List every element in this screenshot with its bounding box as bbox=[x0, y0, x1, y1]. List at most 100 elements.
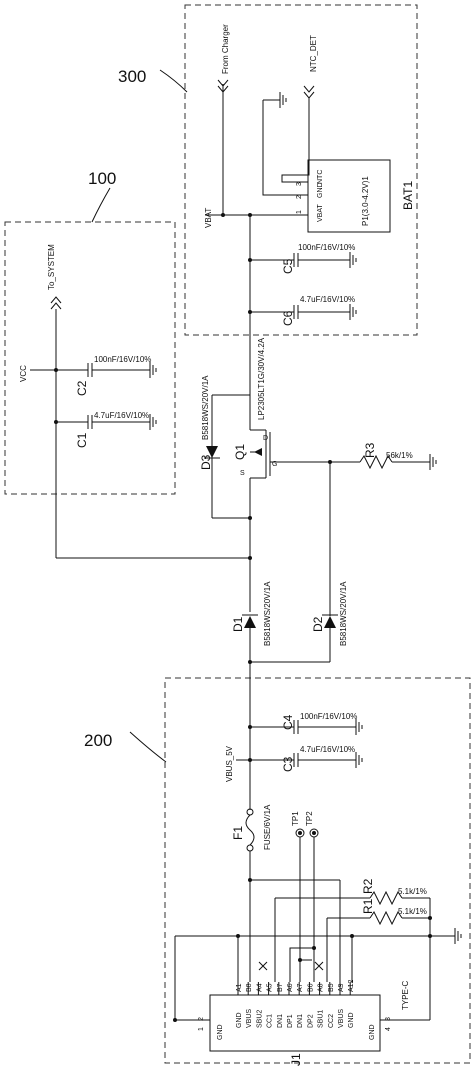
ground-icon bbox=[149, 414, 157, 430]
c5-ref: C5 bbox=[281, 258, 295, 274]
j1-pin-number: A5 bbox=[267, 983, 274, 992]
r3-ref: R3 bbox=[363, 442, 377, 458]
d3-ref: D3 bbox=[199, 454, 213, 470]
diode-d1 bbox=[244, 616, 256, 628]
r2-value: 5.1k/1% bbox=[398, 887, 427, 896]
j1-pin-number: A1 bbox=[236, 983, 243, 992]
battery-pin-num-1: 1 bbox=[296, 210, 303, 214]
j1-pin-name: CC1 bbox=[267, 1014, 274, 1028]
j1-type: TYPE-C bbox=[401, 980, 410, 1010]
battery-ref: BAT1 bbox=[401, 181, 415, 210]
block-100-outline bbox=[4, 221, 176, 495]
r1-ref: R1 bbox=[361, 898, 375, 914]
j1-pin-number: A8 bbox=[318, 983, 325, 992]
tp1-label: TP1 bbox=[291, 811, 300, 826]
net-vbus-5v: VBUS_5V bbox=[225, 745, 234, 782]
j1-pin-name: VBUS bbox=[246, 1009, 253, 1028]
block-200-label: 200 bbox=[84, 731, 112, 750]
ground-icon bbox=[349, 252, 357, 268]
ground-icon bbox=[263, 92, 287, 108]
j1-side-gnd-left: GND bbox=[217, 1024, 224, 1040]
j1-pin-name: DP2 bbox=[307, 1014, 314, 1028]
block-100-label: 100 bbox=[88, 169, 116, 188]
d2-value: B5818WS/20V/1A bbox=[339, 581, 348, 646]
c2-value: 100nF/16V/10% bbox=[94, 355, 151, 364]
j1-pin-number: A9 bbox=[338, 983, 345, 992]
connector-j1 bbox=[209, 994, 381, 1052]
r2-ref: R2 bbox=[361, 878, 375, 894]
q1-pin-s: S bbox=[240, 470, 245, 477]
j1-pin-num-1: 1 bbox=[198, 1027, 205, 1031]
from-charger-arrow-icon bbox=[217, 79, 229, 93]
j1-pin-name: VBUS bbox=[338, 1009, 345, 1028]
c3-value: 4.7uF/16V/10% bbox=[300, 745, 355, 754]
c6-value: 4.7uF/16V/10% bbox=[300, 295, 355, 304]
j1-pin-num-2: 2 bbox=[198, 1017, 205, 1021]
j1-pin-number: B5 bbox=[328, 983, 335, 992]
j1-pin-number: A12 bbox=[348, 979, 355, 992]
no-connect-icon bbox=[258, 961, 268, 971]
j1-pin-number: A6 bbox=[287, 983, 294, 992]
q1-pin-g: G bbox=[272, 461, 277, 468]
ground-icon bbox=[355, 752, 363, 768]
j1-pin-name: SBU1 bbox=[318, 1010, 325, 1028]
j1-pin-num-4: 4 bbox=[385, 1027, 392, 1031]
f1-value: FUSE/6V/1A bbox=[263, 804, 272, 850]
c4-value: 100nF/16V/10% bbox=[300, 712, 357, 721]
net-vcc: VCC bbox=[19, 365, 28, 382]
f1-ref: F1 bbox=[231, 826, 245, 840]
battery-pin-gnd: GND bbox=[317, 182, 324, 198]
block-100-leader bbox=[91, 187, 111, 223]
j1-pin-name: GND bbox=[348, 1012, 355, 1028]
block-200-outline bbox=[164, 677, 471, 1064]
j1-pin-name: DN1 bbox=[277, 1014, 284, 1028]
c1-ref: C1 bbox=[75, 432, 89, 448]
j1-pin-num-3: 3 bbox=[385, 1017, 392, 1021]
no-connect-icon bbox=[314, 961, 324, 971]
j1-pin-number: B7 bbox=[277, 983, 284, 992]
net-ntc-det: NTC_DET bbox=[309, 35, 318, 72]
ground-icon bbox=[149, 362, 157, 378]
j1-ref: J1 bbox=[289, 1053, 303, 1066]
j1-pin-name: CC2 bbox=[328, 1014, 335, 1028]
j1-pin-name: DP1 bbox=[287, 1014, 294, 1028]
tp2-label: TP2 bbox=[305, 811, 314, 826]
r3-value: 56k/1% bbox=[386, 451, 413, 460]
block-300-outline bbox=[184, 4, 418, 336]
q1-value: LP2305LT1G/30V/4.2A bbox=[257, 337, 266, 420]
j1-pin-name: GND bbox=[236, 1012, 243, 1028]
c6-ref: C6 bbox=[281, 310, 295, 326]
battery-bat1 bbox=[307, 159, 391, 233]
c1-value: 4.7uF/16V/10% bbox=[94, 411, 149, 420]
fuse-f1 bbox=[245, 814, 255, 846]
battery-pin-ntc: NTC bbox=[317, 170, 324, 184]
c4-ref: C4 bbox=[281, 714, 295, 730]
ground-icon bbox=[454, 928, 462, 944]
ground-icon bbox=[429, 454, 437, 470]
q1-ref: Q1 bbox=[233, 444, 247, 460]
battery-pin-num-2: 2 bbox=[296, 195, 303, 199]
d1-ref: D1 bbox=[231, 616, 245, 632]
diode-d3 bbox=[206, 446, 218, 458]
battery-pin-num-3: 3 bbox=[296, 182, 303, 186]
j1-pin-number: A7 bbox=[297, 983, 304, 992]
j1-side-gnd-right: GND bbox=[369, 1024, 376, 1040]
j1-pin-number: B6 bbox=[307, 983, 314, 992]
r1-value: 5.1k/1% bbox=[398, 907, 427, 916]
ntc-det-arrow-icon bbox=[303, 85, 315, 99]
ground-icon bbox=[355, 719, 363, 735]
j1-pin-number: A4 bbox=[256, 983, 263, 992]
net-from-charger: From Charger bbox=[221, 24, 230, 74]
c2-ref: C2 bbox=[75, 380, 89, 396]
j1-pin-number: B8 bbox=[246, 983, 253, 992]
j1-pin-name: SBU2 bbox=[256, 1010, 263, 1028]
d3-value: B5818WS/20V/1A bbox=[201, 375, 210, 440]
j1-pin-name: DN1 bbox=[297, 1014, 304, 1028]
to-system-arrow-icon bbox=[50, 296, 62, 310]
block-200-leader bbox=[129, 731, 167, 763]
net-to-system: To_SYSTEM bbox=[47, 244, 56, 290]
net-vbat: VBAT bbox=[204, 208, 213, 228]
battery-value: P1(3.0-4.2V)1 bbox=[361, 176, 370, 226]
